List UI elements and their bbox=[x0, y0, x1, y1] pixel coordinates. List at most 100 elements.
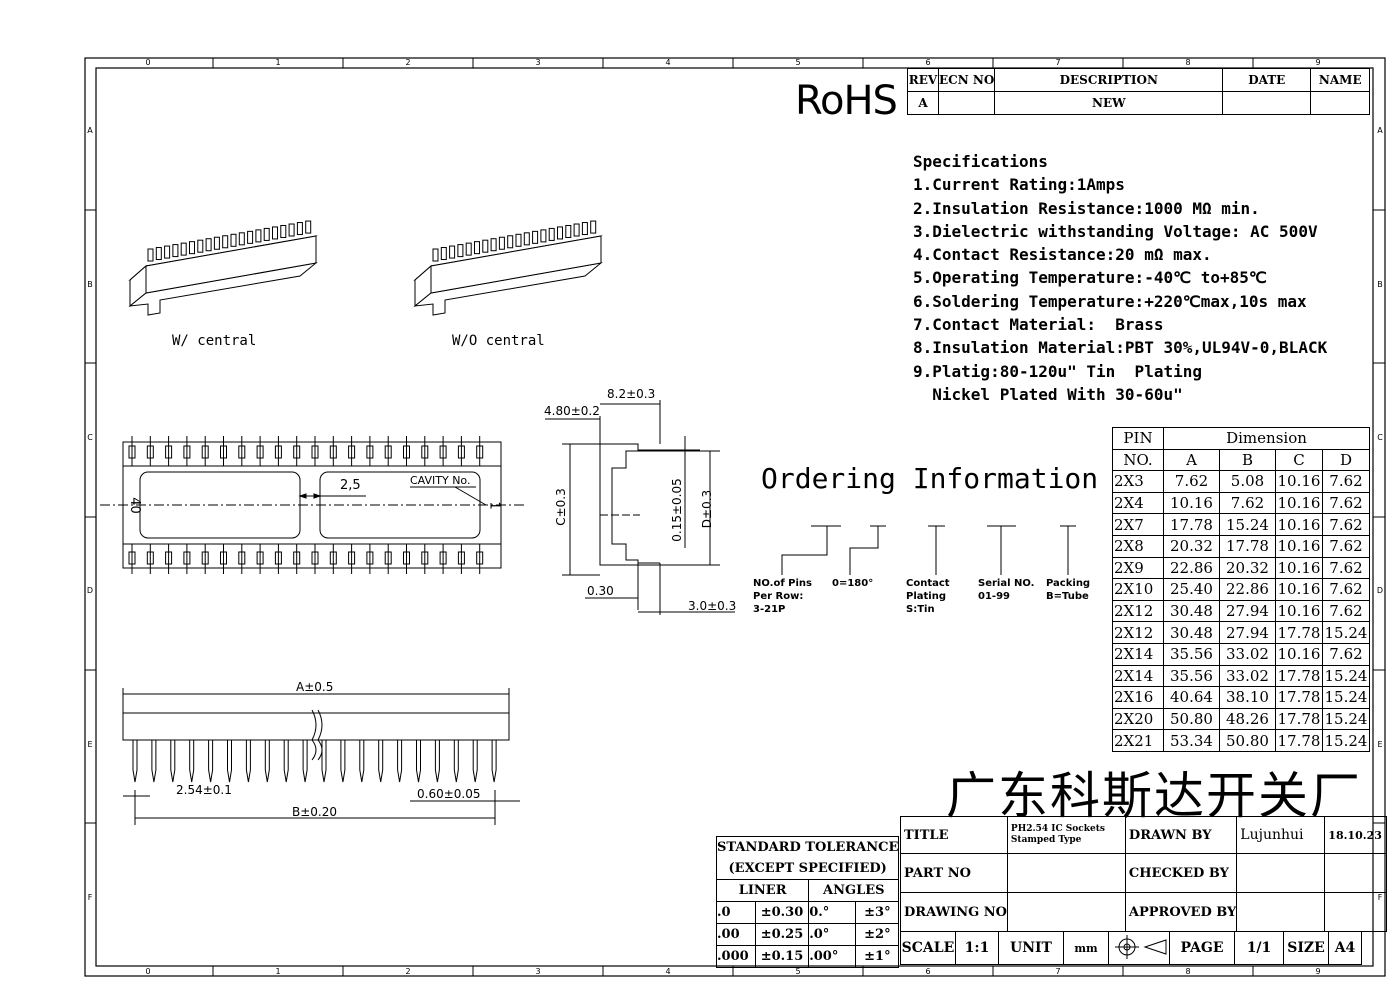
iso-socket-without-central bbox=[413, 220, 603, 316]
unit-label: UNIT bbox=[998, 931, 1064, 965]
dimension-cell: 10.16 bbox=[1275, 470, 1323, 493]
front-pin bbox=[416, 740, 421, 783]
dimension-cell: 10.16 bbox=[1275, 599, 1323, 623]
liner-header: LINER bbox=[715, 879, 810, 902]
dimension-cell: 20.32 bbox=[1219, 556, 1276, 580]
spec-line: 3.Dielectric withstanding Voltage: AC 50… bbox=[913, 221, 1318, 241]
front-pin bbox=[359, 740, 365, 783]
top-contact bbox=[220, 551, 227, 565]
dim-0-60: 0.60±0.05 bbox=[417, 787, 481, 801]
company-name: 广东科斯达开关厂 bbox=[946, 767, 1362, 825]
dimension-cell: 7.62 bbox=[1219, 491, 1276, 515]
top-contact bbox=[238, 445, 246, 459]
dimension-cell: 10.16 bbox=[1163, 491, 1220, 515]
front-pin bbox=[283, 740, 289, 783]
frame-column-label: 3 bbox=[535, 58, 540, 67]
revision-row: A NEW bbox=[907, 91, 1371, 115]
size-label: SIZE bbox=[1283, 931, 1329, 965]
iso-contact bbox=[498, 236, 505, 250]
rev-value: A bbox=[907, 91, 939, 115]
iso-contact bbox=[155, 247, 162, 261]
drawn-by-label: DRAWN BY bbox=[1124, 816, 1238, 854]
top-contact bbox=[274, 551, 282, 565]
dimension-cell: 7.62 bbox=[1322, 491, 1370, 515]
title-block: TITLE PH2.54 IC Sockets Stamped Type DRA… bbox=[900, 816, 1388, 932]
top-contact bbox=[293, 551, 301, 565]
dim-3-0: 3.0±0.3 bbox=[688, 599, 737, 613]
front-pin bbox=[321, 740, 327, 783]
iso-contact bbox=[523, 232, 530, 246]
part-no-label: PART NO bbox=[900, 853, 1008, 893]
ecn-value bbox=[937, 91, 996, 115]
front-pin bbox=[491, 740, 497, 783]
top-contact bbox=[403, 445, 410, 459]
name-header: NAME bbox=[1310, 68, 1371, 92]
iso-contact bbox=[440, 247, 447, 261]
dimension-cell: 7.62 bbox=[1322, 578, 1370, 601]
pin-count-cell: 2X7 bbox=[1112, 513, 1164, 536]
top-contact bbox=[201, 551, 209, 565]
tol-decimal: .00 bbox=[716, 923, 756, 946]
tol-angle-decimal: 0.° bbox=[808, 901, 857, 924]
title-value: PH2.54 IC Sockets Stamped Type bbox=[1006, 816, 1126, 854]
pin-count-cell: 2X10 bbox=[1112, 578, 1164, 601]
frame-column-label: 1 bbox=[275, 967, 280, 976]
iso-contact bbox=[230, 233, 237, 247]
dimension-cell: 22.86 bbox=[1219, 578, 1276, 601]
scale-row: SCALE 1:1 UNIT mm PAGE 1/1 SIZE A4 bbox=[900, 931, 1362, 965]
frame-row-label: E bbox=[1377, 740, 1382, 749]
side-view bbox=[545, 400, 735, 615]
tol-angle-decimal: .00° bbox=[808, 945, 857, 968]
dimension-cell: 15.24 bbox=[1322, 707, 1370, 731]
top-contact bbox=[183, 551, 191, 565]
iso-contact bbox=[280, 224, 287, 238]
tol-liner-value: ±0.30 bbox=[754, 901, 810, 924]
dimension-cell: 27.94 bbox=[1219, 621, 1276, 644]
frame-column-label: 4 bbox=[665, 967, 670, 976]
pin-count-cell: 2X9 bbox=[1112, 556, 1164, 580]
dimension-cell: 7.62 bbox=[1322, 513, 1370, 536]
frame-row-label: C bbox=[1377, 433, 1383, 442]
approved-by-value bbox=[1236, 892, 1326, 932]
iso-contact bbox=[573, 223, 580, 237]
front-pin bbox=[264, 740, 270, 783]
dimension-cell: 15.24 bbox=[1322, 621, 1370, 644]
top-contact bbox=[329, 551, 337, 565]
dimension-cell: 10.16 bbox=[1275, 556, 1323, 580]
pin-count-cell: 2X3 bbox=[1112, 470, 1164, 493]
frame-column-label: 9 bbox=[1315, 58, 1320, 67]
top-contact bbox=[421, 551, 429, 565]
frame-row-label: E bbox=[87, 740, 92, 749]
front-pin bbox=[132, 740, 138, 783]
frame-row-label: D bbox=[87, 586, 93, 595]
checked-date bbox=[1324, 853, 1388, 893]
iso-contact bbox=[213, 236, 220, 250]
tol-angle-value: ±3° bbox=[855, 901, 900, 924]
front-pin bbox=[208, 740, 214, 783]
pin-count-cell: 2X12 bbox=[1112, 621, 1164, 644]
front-pin bbox=[472, 740, 478, 783]
name-value bbox=[1310, 91, 1371, 115]
tol-liner-value: ±0.15 bbox=[754, 945, 810, 968]
iso-contact bbox=[205, 238, 212, 252]
ordering-title: Ordering Information bbox=[761, 462, 1099, 495]
revision-header-row: REV ECN NO DESCRIPTION DATE NAME bbox=[907, 68, 1371, 92]
top-contact bbox=[348, 551, 356, 565]
dimension-cell: 33.02 bbox=[1219, 642, 1276, 666]
frame-row-label: C bbox=[87, 433, 93, 442]
front-pin bbox=[378, 740, 384, 783]
dimension-cell: 50.80 bbox=[1163, 707, 1220, 731]
spec-line: 7.Contact Material: Brass bbox=[913, 315, 1164, 335]
iso-socket-with-central bbox=[128, 220, 318, 316]
pin-count-cell: 2X16 bbox=[1112, 686, 1164, 709]
front-pin bbox=[189, 740, 195, 783]
iso-contact bbox=[581, 222, 588, 236]
top-contact bbox=[439, 551, 447, 565]
